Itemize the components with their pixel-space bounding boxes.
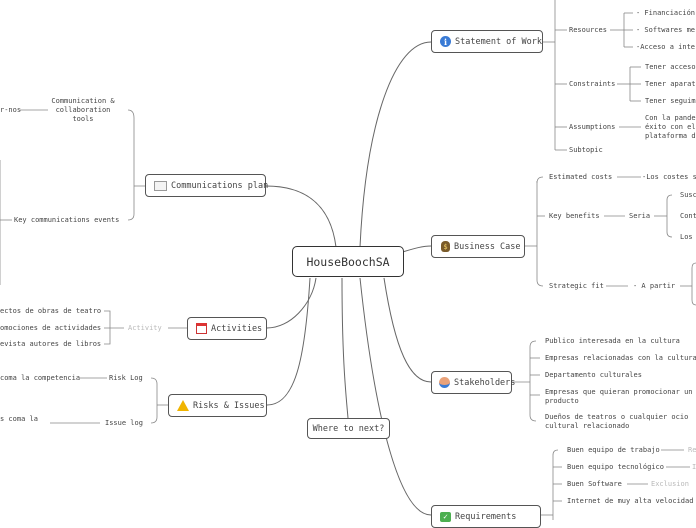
requirement-tag[interactable]: Exclusion (651, 480, 689, 488)
resource-item[interactable]: -Acceso a inte (636, 43, 696, 51)
constraint-item[interactable]: Tener seguim (645, 97, 696, 105)
topic-strategic-fit[interactable]: Strategic fit (549, 282, 604, 290)
activity-item[interactable]: omociones de actividades (0, 324, 102, 332)
branch-next-label: Where to next? (312, 423, 385, 434)
requirement-tag[interactable]: Re (688, 446, 696, 454)
requirement-item[interactable]: Buen Software (567, 480, 622, 488)
constraint-item[interactable]: Tener acceso (645, 63, 696, 71)
branch-business-case[interactable]: $ Business Case (431, 235, 525, 258)
estimated-costs-value[interactable]: -Los costes s (642, 173, 696, 181)
branch-risks-issues[interactable]: Risks & Issues (168, 394, 267, 417)
calendar-icon (196, 323, 207, 334)
topic-activity[interactable]: Activity (128, 324, 162, 332)
resource-item[interactable]: - Softwares me (636, 26, 696, 34)
requirement-item[interactable]: Buen equipo de trabajo (567, 446, 660, 454)
branch-stakeholders[interactable]: Stakeholders (431, 371, 516, 394)
branch-communications-label: Communications plan (171, 180, 269, 191)
branch-statement-of-work[interactable]: i Statement of Work (431, 30, 543, 53)
stakeholder-item[interactable]: Departamento culturales (545, 371, 642, 379)
connector-risks (266, 277, 311, 406)
branch-communications-plan[interactable]: Communications plan (145, 174, 269, 197)
branch-stakeholders-label: Stakeholders (454, 377, 516, 388)
stakeholder-item[interactable]: Publico interesada en la cultura (545, 337, 680, 345)
strategic-fit-value[interactable]: - A partir (633, 282, 676, 290)
connector-communications (265, 185, 337, 248)
branch-statement-label: Statement of Work (455, 36, 542, 47)
topic-estimated-costs[interactable]: Estimated costs (549, 173, 613, 181)
stakeholder-item[interactable]: Dueños de teatros o cualquier ocio cultu… (545, 413, 689, 430)
warning-icon (177, 400, 189, 411)
topic-issue-log[interactable]: Issue log (105, 419, 143, 427)
branch-activities[interactable]: Activities (187, 317, 267, 340)
topic-risk-log[interactable]: Risk Log (109, 374, 143, 382)
topic-resources[interactable]: Resources (569, 26, 607, 34)
branch-requirements[interactable]: ✓ Requirements (431, 505, 541, 528)
branch-risks-label: Risks & Issues (193, 400, 265, 411)
connector-requirements (359, 277, 432, 516)
requirement-item[interactable]: Buen equipo tecnológico (567, 463, 664, 471)
benefit-item[interactable]: Los (680, 233, 693, 241)
topic-key-benefits[interactable]: Key benefits (549, 212, 600, 220)
topic-constraints[interactable]: Constraints (569, 80, 616, 88)
requirement-item[interactable]: Internet de muy alta velocidad (567, 497, 694, 505)
connector-activities (266, 277, 317, 329)
connector-statement (359, 41, 432, 248)
requirement-tag[interactable]: I (692, 463, 696, 471)
constraint-item[interactable]: Tener aparat (645, 80, 696, 88)
branch-business-label: Business Case (454, 241, 521, 252)
money-bag-icon: $ (441, 241, 450, 252)
branch-activities-label: Activities (211, 323, 263, 334)
checkmark-icon: ✓ (440, 511, 451, 522)
benefit-item[interactable]: Cont (680, 212, 696, 220)
envelope-icon (154, 180, 167, 191)
info-icon: i (440, 36, 451, 47)
issue-item[interactable]: s coma la (0, 415, 38, 423)
resource-item[interactable]: - Financiación (636, 9, 696, 17)
stakeholder-item[interactable]: Empresas relacionadas con la cultura (545, 354, 696, 362)
connector-stakeholders (383, 277, 432, 383)
connector-next (341, 277, 349, 419)
benefit-item[interactable]: Susc (680, 191, 696, 199)
branch-requirements-label: Requirements (455, 511, 517, 522)
communication-tools-child[interactable]: r-nos (0, 106, 22, 114)
activity-item[interactable]: ectos de obras de teatro (0, 307, 102, 315)
risk-item[interactable]: coma la competencia (0, 374, 81, 382)
central-topic[interactable]: HouseBoochSA (292, 246, 404, 277)
branch-where-to-next[interactable]: Where to next? (307, 418, 390, 439)
person-icon (439, 377, 450, 388)
topic-subtopic[interactable]: Subtopic (569, 146, 603, 154)
activity-item[interactable]: evista autores de libros (0, 340, 102, 348)
benefit-seria[interactable]: Seria (629, 212, 651, 220)
stakeholder-item[interactable]: Empresas que quieran promocionar un prod… (545, 388, 693, 405)
topic-assumptions[interactable]: Assumptions (569, 123, 616, 131)
topic-key-communications-events[interactable]: Key communications events (14, 216, 120, 224)
topic-communication-tools[interactable]: Communication & collaboration tools (51, 97, 115, 123)
assumption-text[interactable]: Con la pandem éxito con el plataforma d (645, 114, 696, 140)
